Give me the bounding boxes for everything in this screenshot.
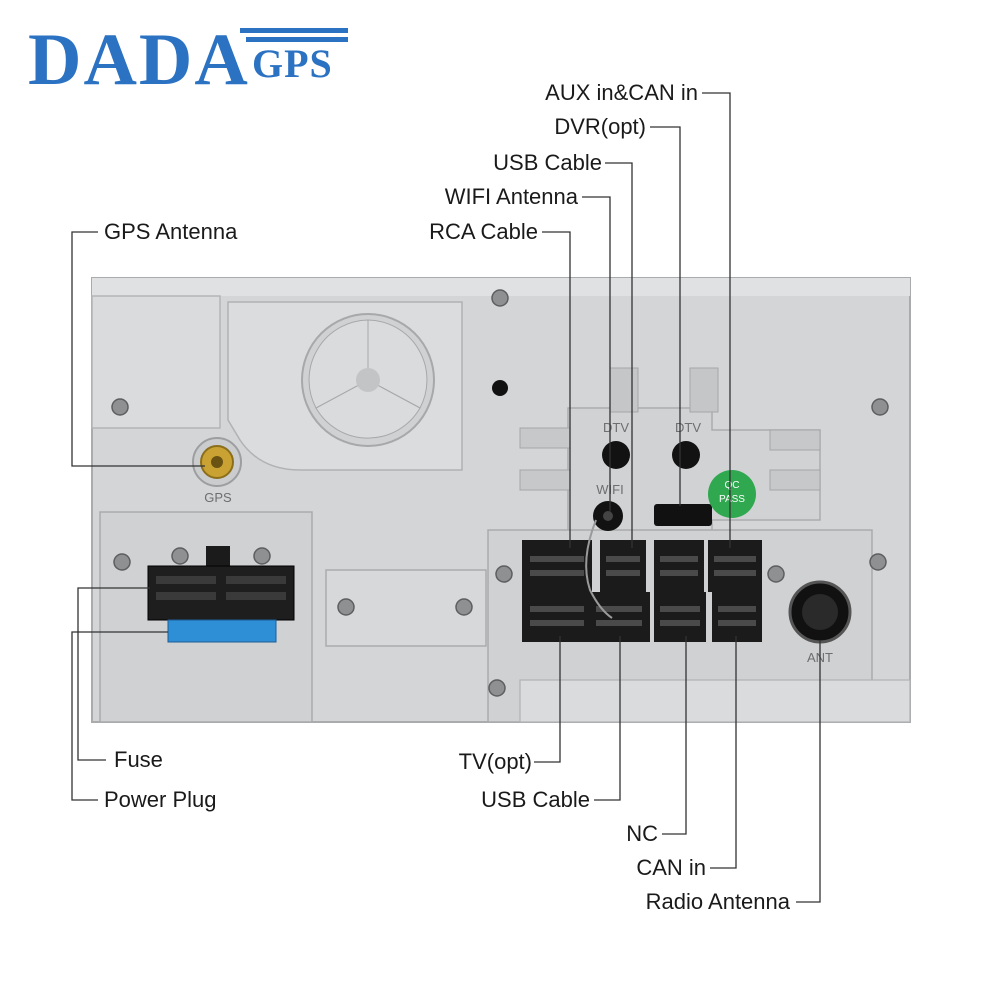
harness-connectors: [522, 540, 762, 642]
dvr-port: [654, 504, 712, 526]
brand-logo-sub: GPS: [252, 41, 333, 86]
gps-marking: GPS: [204, 490, 232, 505]
gps-antenna-connector: [192, 437, 242, 487]
qc-marking: QC: [725, 480, 740, 491]
fuse: [167, 619, 277, 643]
label-wifi-antenna: WIFI Antenna: [444, 184, 578, 209]
dtv-left-marking: DTV: [603, 420, 629, 435]
radio-antenna-socket: [788, 580, 852, 644]
brand-logo: DADA: [28, 19, 250, 101]
label-nc: NC: [626, 821, 658, 846]
screws: [111, 289, 889, 697]
label-tv: TV(opt): [458, 749, 532, 774]
connector-pins: [530, 556, 756, 626]
label-power-plug: Power Plug: [104, 787, 217, 812]
logo-stripes: [240, 28, 348, 42]
label-gps-antenna: GPS Antenna: [104, 219, 238, 244]
dtv-left-jack: [602, 441, 630, 469]
dtv-right-jack: [672, 441, 700, 469]
reset-hole: [492, 380, 508, 396]
label-can-in: CAN in: [636, 855, 706, 880]
fan-vent: [301, 313, 435, 447]
label-aux-can: AUX in&CAN in: [545, 80, 698, 105]
dtv-right-marking: DTV: [675, 420, 701, 435]
label-usb-bottom: USB Cable: [481, 787, 590, 812]
qc-pass-sticker: QC PASS: [708, 470, 756, 518]
power-plug-connector: [147, 546, 295, 621]
label-rca-cable: RCA Cable: [429, 219, 538, 244]
label-radio-antenna: Radio Antenna: [645, 889, 790, 914]
label-usb-top: USB Cable: [493, 150, 602, 175]
wifi-jack: [593, 501, 623, 531]
wifi-wire: [585, 519, 613, 619]
pass-marking: PASS: [719, 494, 745, 505]
label-fuse: Fuse: [114, 747, 163, 772]
label-dvr: DVR(opt): [554, 114, 646, 139]
leader-lines: [71, 92, 821, 903]
